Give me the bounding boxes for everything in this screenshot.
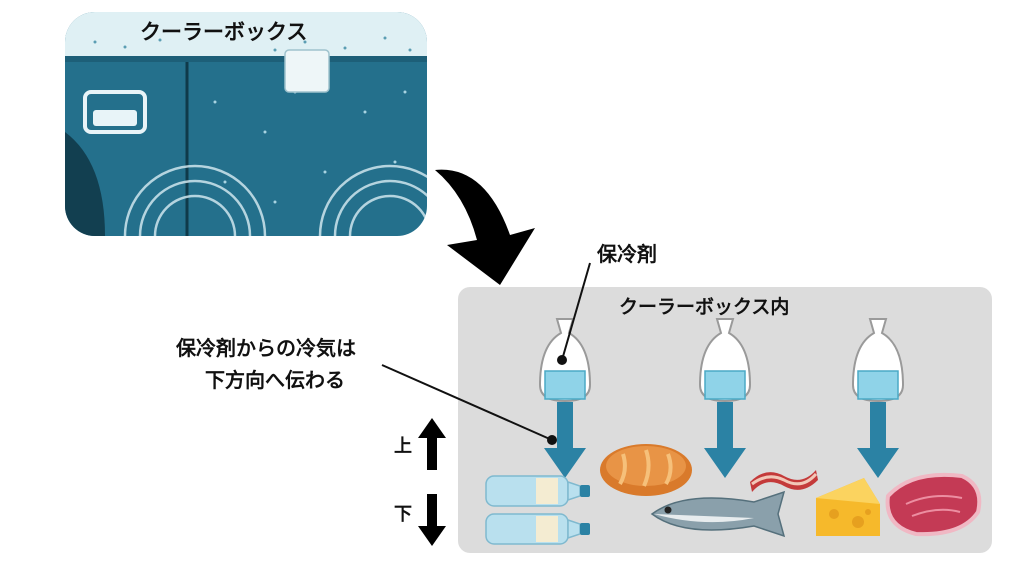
cooler-box-title: クーラーボックス: [140, 20, 308, 44]
meat: [882, 466, 986, 540]
cold-air-caption-line1: 保冷剤からの冷気は: [176, 336, 356, 360]
ice-pack-2: [695, 315, 755, 405]
cold-air-arrow-2: [702, 402, 748, 478]
cold-air-arrow-1: [542, 402, 588, 478]
bacon: [746, 462, 820, 500]
cooler-box-illustration: [65, 12, 427, 236]
cheese: [812, 474, 882, 540]
cold-air-caption-line2: 下方向へ伝わる: [205, 368, 345, 392]
cold-air-arrow-3: [855, 402, 901, 478]
ice-pack-1: [535, 315, 595, 405]
water-bottles: [484, 472, 596, 550]
bread: [598, 440, 694, 498]
down-arrow-icon: [418, 494, 446, 546]
up-arrow-icon: [418, 418, 446, 470]
down-label: 下: [394, 504, 412, 525]
fish: [644, 488, 804, 540]
ice-pack-3: [848, 315, 908, 405]
interior-title: クーラーボックス内: [619, 296, 790, 318]
ice-pack-label: 保冷剤: [597, 242, 657, 266]
transition-arrow: [425, 160, 555, 290]
up-label: 上: [394, 436, 412, 457]
